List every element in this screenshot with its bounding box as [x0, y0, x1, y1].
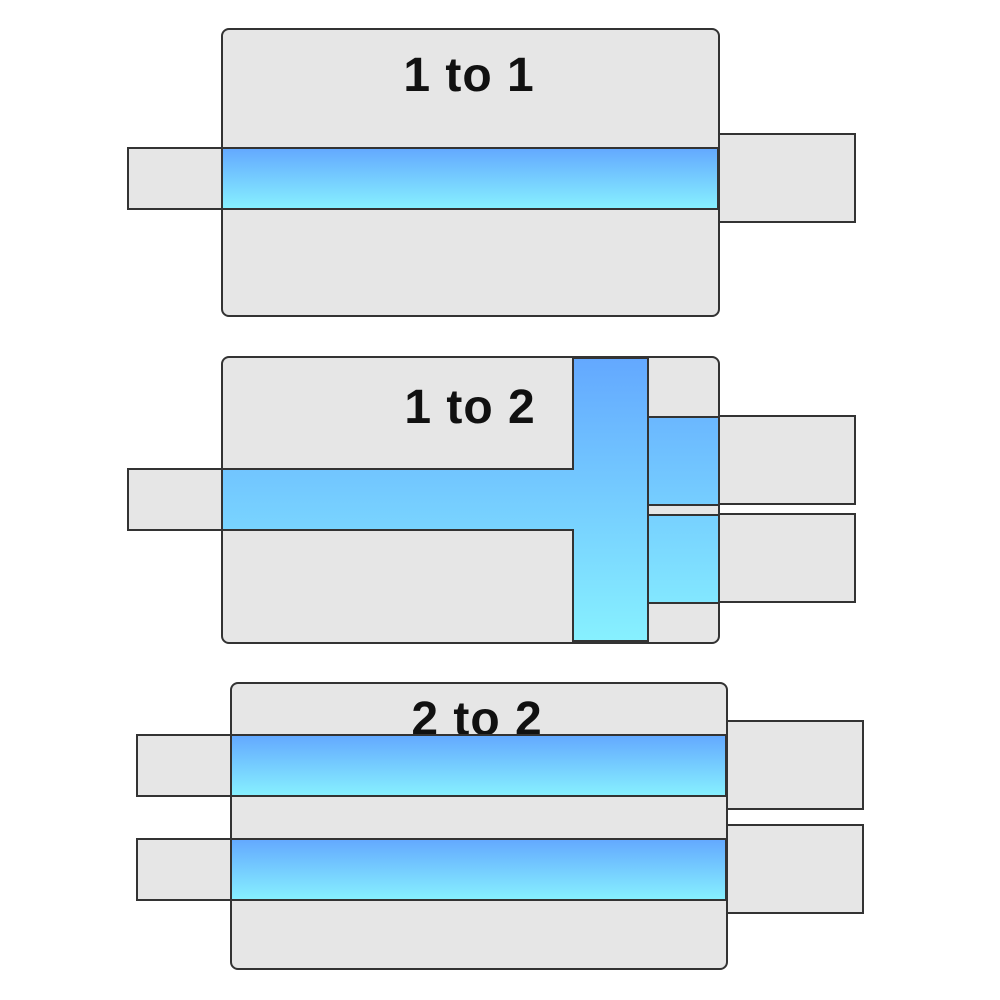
- splitter-channel: [221, 357, 649, 642]
- right-output-port-upper: [718, 415, 856, 505]
- channel-lower: [230, 838, 727, 901]
- right-output-port-lower: [718, 513, 856, 603]
- branch-upper: [647, 416, 720, 506]
- right-output-port-lower: [726, 824, 864, 914]
- right-output-port-upper: [726, 720, 864, 810]
- left-input-port-lower: [136, 838, 232, 901]
- channel: [221, 147, 719, 210]
- diagram-one-to-one: 1 to 1: [127, 28, 856, 317]
- branch-lower: [647, 514, 720, 604]
- diagram-two-to-two: 2 to 2: [136, 682, 864, 970]
- left-input-port: [127, 468, 223, 531]
- diagram-title: 1 to 2: [404, 381, 535, 434]
- diagram-one-to-two: 1 to 2: [127, 356, 856, 644]
- right-output-port: [718, 133, 856, 223]
- diagram-title: 1 to 1: [403, 49, 534, 102]
- left-input-port: [127, 147, 223, 210]
- left-input-port-upper: [136, 734, 232, 797]
- channel-upper: [230, 734, 727, 797]
